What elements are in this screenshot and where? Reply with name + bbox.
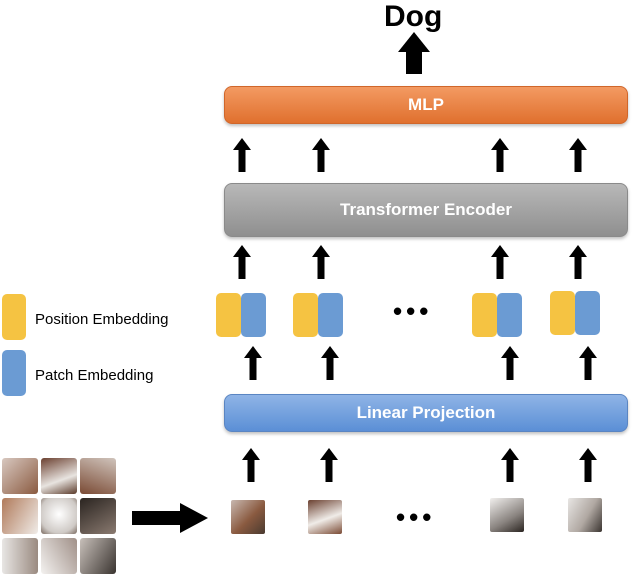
- position-embedding: [216, 293, 241, 337]
- image-patch: [41, 538, 77, 574]
- arrow-up-icon: [312, 138, 330, 172]
- mlp-block: MLP: [224, 86, 628, 124]
- patch-embedding: [575, 291, 600, 335]
- image-patch: [80, 538, 116, 574]
- image-patch: [2, 538, 38, 574]
- mlp-label: MLP: [408, 95, 444, 114]
- output-arrow-icon: [398, 32, 430, 74]
- legend-patch-label: Patch Embedding: [35, 367, 154, 384]
- image-patch: [80, 498, 116, 534]
- arrow-up-icon: [491, 138, 509, 172]
- image-patch: [80, 458, 116, 494]
- arrow-up-icon: [579, 346, 597, 380]
- position-embedding: [472, 293, 497, 337]
- image-patch: [41, 498, 77, 534]
- arrow-up-icon: [233, 245, 251, 279]
- patch-embedding: [497, 293, 522, 337]
- image-patch: [2, 458, 38, 494]
- ellipsis-tokens: •••: [393, 296, 433, 326]
- arrow-up-icon: [501, 346, 519, 380]
- position-embedding: [550, 291, 575, 335]
- arrow-right-icon: [132, 503, 208, 533]
- arrow-up-icon: [320, 448, 338, 482]
- patch-thumbnail-3: [490, 498, 524, 532]
- legend-patch-swatch: [2, 350, 26, 396]
- patch-embedding: [241, 293, 266, 337]
- patch-thumbnail-4: [568, 498, 602, 532]
- arrow-up-icon: [491, 245, 509, 279]
- output-label-dog: Dog: [384, 0, 443, 33]
- legend-position-label: Position Embedding: [35, 311, 169, 328]
- position-embedding: [293, 293, 318, 337]
- linear-projection-label: Linear Projection: [356, 403, 496, 422]
- arrow-up-icon: [233, 138, 251, 172]
- arrow-up-icon: [312, 245, 330, 279]
- linear-projection-block: Linear Projection: [224, 394, 628, 432]
- arrow-up-icon: [242, 448, 260, 482]
- arrow-up-icon: [321, 346, 339, 380]
- arrow-up-icon: [501, 448, 519, 482]
- ellipsis-patches: •••: [396, 502, 436, 532]
- arrow-up-icon: [569, 138, 587, 172]
- arrow-up-icon: [244, 346, 262, 380]
- patch-thumbnail-1: [231, 500, 265, 534]
- transformer-encoder-label: Transformer Encoder: [340, 200, 512, 219]
- image-patch: [2, 498, 38, 534]
- image-patch: [41, 458, 77, 494]
- legend-position-swatch: [2, 294, 26, 340]
- patch-embedding: [318, 293, 343, 337]
- arrow-up-icon: [569, 245, 587, 279]
- transformer-encoder-block: Transformer Encoder: [224, 183, 628, 237]
- arrow-up-icon: [579, 448, 597, 482]
- patch-thumbnail-2: [308, 500, 342, 534]
